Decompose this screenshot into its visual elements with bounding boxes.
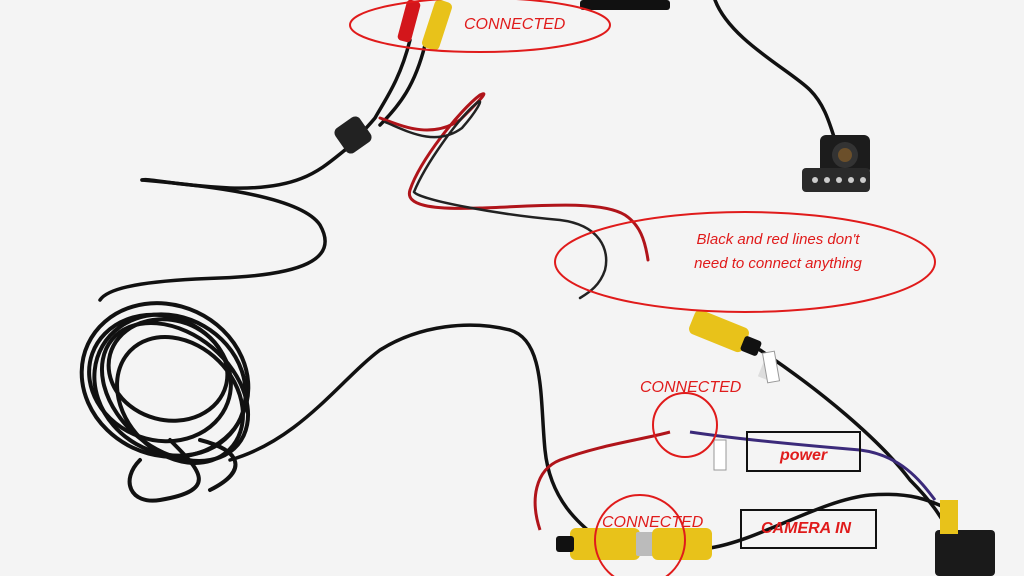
inline-connector	[334, 116, 372, 154]
red-power-wire	[533, 430, 671, 531]
top-connected-ellipse	[349, 0, 611, 53]
top-rca-plugs	[397, 0, 670, 51]
harness-connector	[935, 500, 995, 576]
mid-connected-label: CONNECTED	[640, 379, 742, 396]
top-connected-label: CONNECTED	[464, 16, 566, 33]
note-line-2: need to connect anything	[694, 255, 862, 272]
bottom-rca-pair	[556, 528, 712, 560]
bottom-connected-circle	[594, 494, 686, 576]
camera-in-label: CAMERA IN	[761, 520, 852, 537]
coiled-cable	[79, 301, 251, 503]
cable-tag	[713, 439, 727, 471]
backup-camera	[802, 135, 870, 192]
note-ellipse	[554, 211, 936, 313]
note-line-1: Black and red lines don't	[696, 231, 860, 248]
cable-tag	[761, 350, 781, 384]
mid-connected-circle	[652, 392, 718, 458]
red-black-wire-pair	[378, 92, 650, 300]
note-label: Black and red lines don't need to connec…	[668, 228, 888, 276]
camera-in-box	[740, 509, 877, 549]
bottom-connected-label: CONNECTED	[602, 514, 704, 531]
power-label: power	[780, 447, 828, 464]
power-box	[746, 431, 861, 472]
purple-power-wire	[689, 430, 937, 501]
